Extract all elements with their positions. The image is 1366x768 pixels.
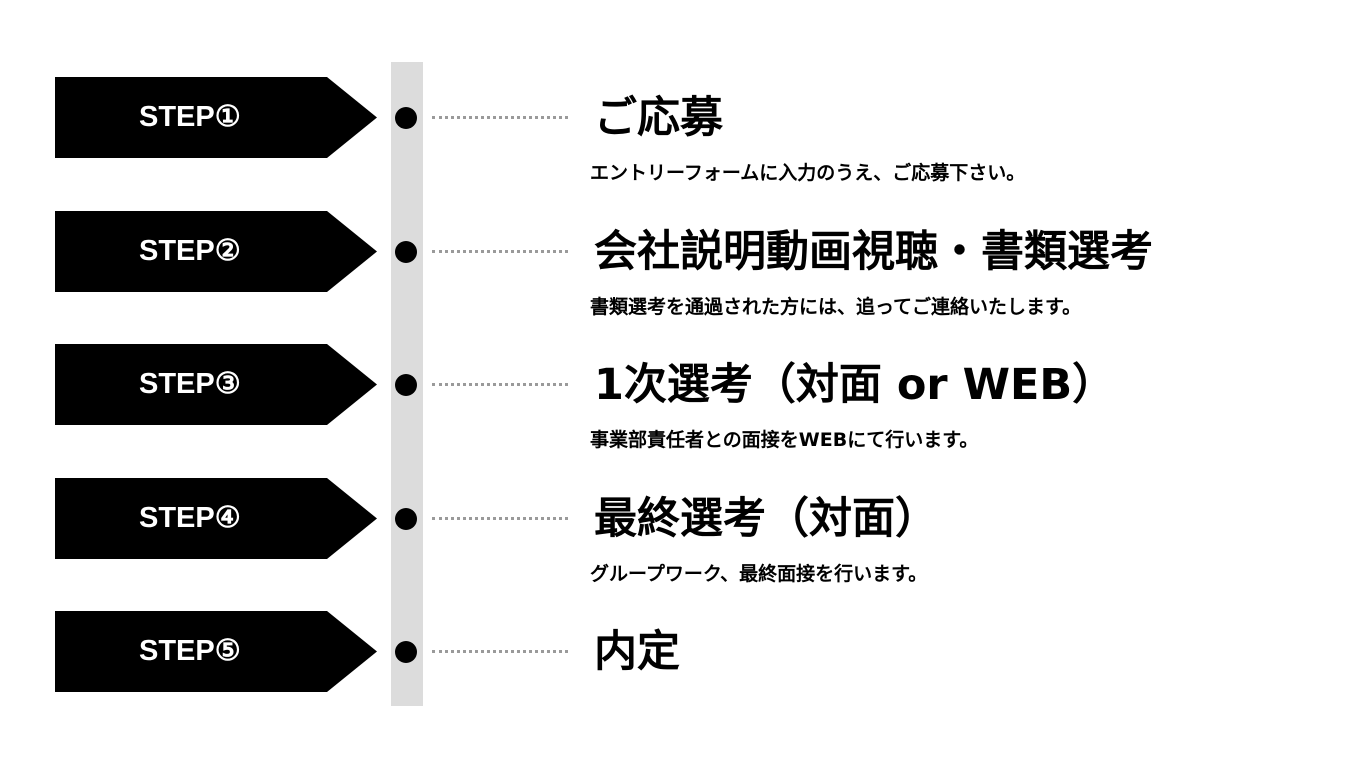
step-row-3: STEP③ 1次選考（対面 or WEB） 事業部責任者との面接をWEBにて行い… bbox=[0, 344, 1366, 451]
step-badge-label: STEP③ bbox=[139, 368, 241, 400]
timeline-dot bbox=[395, 374, 417, 396]
timeline-dot bbox=[395, 107, 417, 129]
step-description: 事業部責任者との面接をWEBにて行います。 bbox=[590, 429, 979, 451]
step-badge-label: STEP② bbox=[139, 235, 241, 267]
timeline-dot bbox=[395, 641, 417, 663]
step-description: 書類選考を通過された方には、追ってご連絡いたします。 bbox=[590, 296, 1082, 318]
step-badge: STEP② bbox=[55, 211, 377, 292]
step-row-5: STEP⑤ 内定 bbox=[0, 611, 1366, 692]
step-row-4: STEP④ 最終選考（対面） グループワーク、最終面接を行います。 bbox=[0, 478, 1366, 585]
timeline-dot bbox=[395, 508, 417, 530]
step-title: 会社説明動画視聴・書類選考 bbox=[594, 227, 1153, 277]
step-badge: STEP① bbox=[55, 77, 377, 158]
step-title: ご応募 bbox=[594, 93, 723, 143]
dotted-connector bbox=[432, 116, 568, 119]
step-badge: STEP③ bbox=[55, 344, 377, 425]
step-badge-label: STEP① bbox=[139, 101, 241, 133]
step-badge-label: STEP⑤ bbox=[139, 635, 241, 667]
step-title: 1次選考（対面 or WEB） bbox=[594, 360, 1116, 410]
dotted-connector bbox=[432, 517, 568, 520]
dotted-connector bbox=[432, 250, 568, 253]
dotted-connector bbox=[432, 383, 568, 386]
dotted-connector bbox=[432, 650, 568, 653]
timeline-dot bbox=[395, 241, 417, 263]
step-row-2: STEP② 会社説明動画視聴・書類選考 書類選考を通過された方には、追ってご連絡… bbox=[0, 211, 1366, 318]
step-badge: STEP⑤ bbox=[55, 611, 377, 692]
step-description: エントリーフォームに入力のうえ、ご応募下さい。 bbox=[590, 162, 1026, 184]
step-badge-label: STEP④ bbox=[139, 502, 241, 534]
step-badge: STEP④ bbox=[55, 478, 377, 559]
step-description: グループワーク、最終面接を行います。 bbox=[590, 563, 928, 585]
step-row-1: STEP① ご応募 エントリーフォームに入力のうえ、ご応募下さい。 bbox=[0, 77, 1366, 184]
step-title: 内定 bbox=[594, 627, 680, 677]
step-title: 最終選考（対面） bbox=[594, 494, 938, 544]
